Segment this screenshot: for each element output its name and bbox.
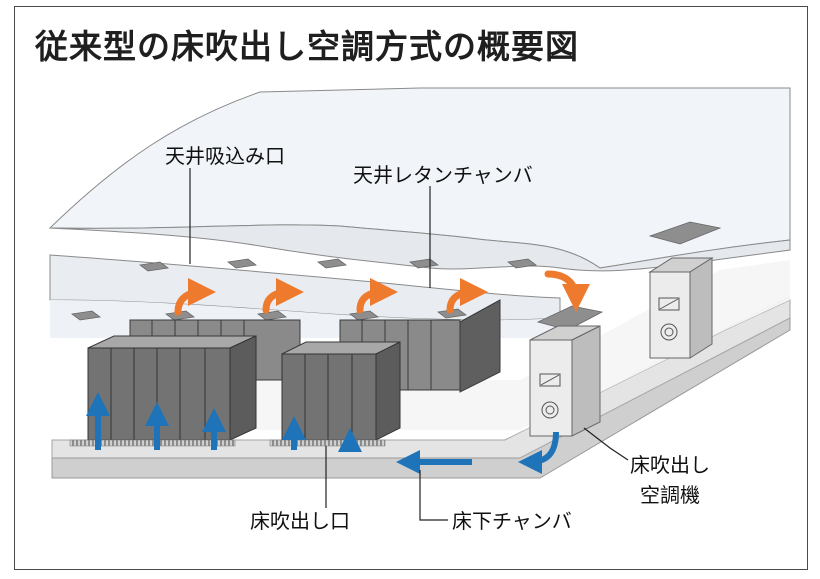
warm-air-arrow <box>262 278 304 314</box>
leader-ac-unit <box>583 427 629 461</box>
leader-underfloor-chamber <box>419 470 448 521</box>
warm-air-arrow <box>174 278 216 316</box>
warm-air-arrow <box>446 278 488 314</box>
leader-lines <box>189 168 629 521</box>
label-ceiling-return-chamber: 天井レタンチャンバ <box>353 163 533 187</box>
rack-row-front-right <box>281 341 401 441</box>
warm-air-arrow <box>356 278 398 314</box>
label-floor-ac-unit-line2: 空調機 <box>640 483 700 507</box>
label-underfloor-chamber: 床下チャンバ <box>452 509 572 533</box>
label-floor-outlet: 床吹出し口 <box>250 509 350 533</box>
warm-air-arrows <box>174 270 590 316</box>
cool-air-arrows <box>86 392 559 474</box>
rack-row-front-left <box>87 335 257 441</box>
label-ceiling-intake: 天井吸込み口 <box>165 144 285 168</box>
warm-air-arrow <box>544 270 590 312</box>
diagram-title: 従来型の床吹出し空調方式の概要図 <box>35 27 579 66</box>
floor-ac-unit-front <box>529 325 601 437</box>
floor-outlet-grilles <box>69 439 386 447</box>
cool-air-arrow <box>518 431 559 474</box>
floor-ac-unit-rear <box>648 257 714 359</box>
ceiling-intake-vents <box>70 221 722 331</box>
label-floor-ac-unit-line1: 床吹出し <box>630 453 710 477</box>
